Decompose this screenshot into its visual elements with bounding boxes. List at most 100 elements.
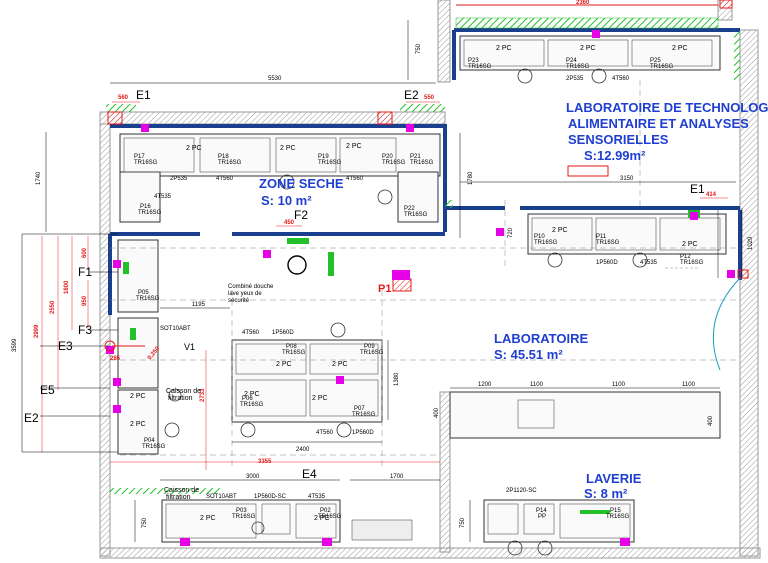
code-2p535: 2P535: [566, 76, 584, 82]
zone-lab-techno-line3: SENSORIELLES: [568, 132, 669, 147]
zone-laverie-area: S: 8 m²: [584, 486, 628, 501]
marker-f2: F2: [294, 208, 308, 222]
p19-label: P19: [318, 154, 329, 160]
p21-label: P21: [410, 154, 421, 160]
dim-450: 450: [284, 220, 295, 226]
pc-label: 2 PC: [580, 45, 596, 52]
dim-550: 550: [424, 95, 435, 101]
p02-label: P02: [320, 508, 331, 514]
tr-label: TR16SG: [218, 160, 242, 166]
code-1p560d: 1P560D: [352, 430, 374, 436]
zone-seche-area: S: 10 m²: [261, 193, 312, 208]
p15-label: P15: [610, 508, 621, 514]
dim-400b: 400: [708, 415, 714, 426]
douche-text-3: sécurité: [228, 298, 250, 304]
marker-e3: E3: [58, 339, 73, 353]
dim-3355: 3355: [258, 459, 272, 465]
tr-label: TR16SG: [468, 64, 492, 70]
equipment-markers: E1 E2 F2 P1 E1 F1 F3 E3 V1 E5 E2 E4: [24, 88, 705, 481]
pc-label: 2 PC: [496, 45, 512, 52]
marker-e1-top: E1: [136, 88, 151, 102]
tr-label: TR16SG: [136, 296, 160, 302]
p16-label: P16: [140, 204, 151, 210]
dim-720: 720: [508, 227, 514, 238]
p20-label: P20: [382, 154, 393, 160]
tr-label: TR16SG: [134, 160, 158, 166]
tr-label: TR16SG: [404, 212, 428, 218]
caisson-text-1: Caisson de: [166, 388, 201, 395]
code-4t535: 4T535: [640, 260, 658, 266]
marker-e1-right: E1: [690, 182, 705, 196]
p12-label: P12: [680, 254, 691, 260]
p11-label: P11: [596, 234, 607, 240]
code-sot10abt: SOT10ABT: [160, 326, 191, 332]
p10-label: P10: [534, 234, 545, 240]
p08-label: P08: [286, 344, 297, 350]
tr-label: TR16SG: [318, 160, 342, 166]
code-4t535: 4T535: [154, 194, 172, 200]
pc-label: 2 PC: [314, 515, 330, 522]
pc-label: 2 PC: [130, 393, 146, 400]
dim-2360: 2360: [576, 0, 590, 6]
zone-seche-title: ZONE SECHE: [259, 176, 344, 191]
dim-2999: 2999: [34, 324, 40, 338]
tr-label: TR16SG: [142, 444, 166, 450]
pp-label: PP: [538, 514, 546, 520]
marker-p1: P1: [378, 283, 391, 295]
dim-560: 560: [118, 95, 129, 101]
code-4t560: 4T560: [612, 76, 630, 82]
pc-label: 2 PC: [244, 391, 260, 398]
code-2p1120-sc: 2P1120-SC: [506, 488, 537, 494]
code-4t560: 4T560: [316, 430, 334, 436]
zone-laboratoire-area: S: 45.51 m²: [494, 347, 563, 362]
zone-lab-techno-area: S:12.99m²: [584, 148, 646, 163]
pc-label: 2 PC: [346, 143, 362, 150]
tr-label: TR16SG: [352, 412, 376, 418]
exterior-walls: [99, 0, 761, 559]
zone-laboratoire-title: LABORATOIRE: [494, 331, 588, 346]
caisson-text-4: filtration: [166, 494, 191, 501]
tr-label: TR16SG: [410, 160, 434, 166]
dim-950: 950: [82, 295, 88, 306]
pc-label: 2 PC: [332, 361, 348, 368]
dim-3599: 3599: [12, 338, 18, 352]
zone-labels: LABORATOIRE DE TECHNOLOGI ALIMENTAIRE ET…: [259, 100, 768, 501]
pc-label: 2 PC: [200, 515, 216, 522]
marker-e2-top: E2: [404, 88, 419, 102]
dim-1380: 1380: [394, 372, 400, 386]
dim-1100b: 1100: [612, 382, 626, 388]
dim-1200: 1200: [478, 382, 492, 388]
code-1p560d: 1P560D: [596, 260, 618, 266]
code-4t560: 4T560: [242, 330, 260, 336]
small-codes: P23 TR16SG P24 TR16SG P25 TR16SG 2P535 4…: [134, 58, 704, 520]
grid-lines: [100, 80, 740, 470]
code-4t560: 4T560: [346, 176, 364, 182]
tr-label: TR16SG: [232, 514, 256, 520]
marker-e5: E5: [40, 383, 55, 397]
pc-label: 2 PC: [682, 241, 698, 248]
tr-label: TR16SG: [360, 350, 384, 356]
p22-label: P22: [404, 206, 415, 212]
tr-label: TR16SG: [596, 240, 620, 246]
dim-2550: 2550: [50, 300, 56, 314]
tr-label: TR16SG: [650, 64, 674, 70]
marker-f3: F3: [78, 323, 92, 337]
v1-circle: [104, 340, 116, 352]
dim-2400: 2400: [296, 447, 310, 453]
zone-lab-techno-line1: LABORATOIRE DE TECHNOLOGI: [566, 100, 768, 115]
dimension-texts: 2360 5530 560 550 750 1740 1780 3150 414…: [12, 0, 754, 528]
p09-label: P09: [364, 344, 375, 350]
pc-label: 2 PC: [552, 227, 568, 234]
dim-1100a: 1100: [530, 382, 544, 388]
zone-laverie-title: LAVERIE: [586, 471, 642, 486]
dim-600: 600: [82, 247, 88, 258]
marker-e2-left: E2: [24, 411, 39, 425]
tr-label: TR16SG: [318, 514, 342, 520]
door-arc: [712, 277, 741, 371]
chairs: [164, 68, 648, 556]
dim-1195: 1195: [192, 302, 206, 308]
p14-label: P14: [536, 508, 547, 514]
pc-label: 2 PC: [276, 361, 292, 368]
dim-750c: 750: [460, 517, 466, 528]
tr-label: TR16SG: [382, 160, 406, 166]
